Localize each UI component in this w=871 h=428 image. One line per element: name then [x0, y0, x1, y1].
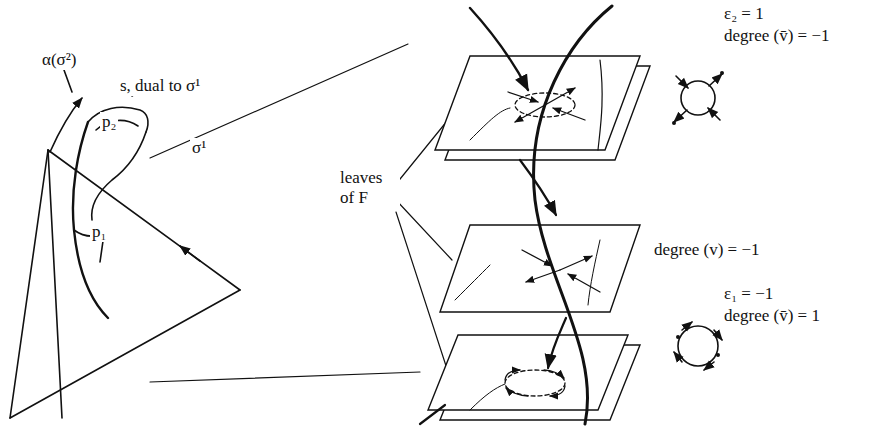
vector-field-arrows-part — [544, 370, 564, 378]
circle-dots-part — [720, 71, 724, 75]
leader-lines-part — [396, 212, 448, 372]
circle-dots — [672, 71, 724, 357]
transverse-surface-part — [470, 8, 528, 90]
simplex-figure-part — [48, 150, 62, 418]
index-circles-part — [714, 330, 722, 340]
transverse-surface-part — [548, 318, 566, 368]
transverse-surface-part — [455, 265, 490, 300]
math-label: degree (v̄) = 1 — [722, 306, 822, 326]
math-label: degree (v) = −1 — [652, 240, 762, 260]
index-circles-part — [709, 74, 722, 86]
math-label: leaves of F — [338, 168, 400, 207]
leaf-planes-part — [440, 225, 640, 312]
simplex-figure-part — [10, 290, 240, 418]
transverse-surface — [420, 6, 612, 424]
simplex-figure-part — [150, 44, 408, 158]
transverse-surface-part — [470, 384, 505, 410]
index-circles — [674, 74, 722, 370]
math-label: ε₂ = 1 — [722, 4, 766, 24]
vector-field-arrows-part — [522, 250, 552, 266]
circle-dots-part — [676, 335, 680, 339]
leaf-planes — [428, 56, 650, 420]
vector-field-arrows-part — [505, 370, 565, 396]
circle-dots-part — [716, 353, 720, 357]
vector-field-arrows-part — [506, 388, 528, 396]
simplex-figure-part — [64, 70, 72, 92]
index-circles-part — [674, 352, 682, 362]
vector-field-arrows-part — [550, 386, 565, 396]
vector-field-arrows-part — [505, 370, 520, 380]
transverse-surface-part — [520, 160, 556, 215]
simplex-figure-part — [150, 372, 420, 382]
simplex-figure — [10, 44, 420, 418]
vector-field-arrows-part — [508, 92, 538, 102]
math-label: degree (v̄) = −1 — [722, 26, 832, 46]
simplex-figure-part — [10, 150, 48, 418]
index-circles-part — [708, 108, 720, 120]
vector-field-arrows — [505, 88, 600, 396]
transverse-surface-part — [470, 108, 510, 140]
index-circles-part — [678, 326, 718, 366]
simplex-figure-part — [50, 98, 82, 152]
vector-field-arrows-part — [526, 270, 560, 282]
leader-lines-part — [396, 200, 452, 260]
transverse-surface-part — [598, 60, 602, 150]
transverse-surface-part — [420, 405, 445, 424]
index-circles-part — [682, 322, 692, 330]
vector-field-arrows-part — [568, 274, 600, 292]
math-label: p₂ — [100, 112, 118, 132]
circle-dots-part — [672, 121, 676, 125]
vector-field-arrows-part — [515, 105, 545, 122]
transverse-surface-part — [588, 240, 600, 305]
simplex-figure-part — [180, 246, 200, 261]
vector-field-arrows-part — [553, 108, 585, 120]
simplex-figure-part — [73, 122, 108, 318]
index-circles-part — [704, 362, 714, 370]
math-label: s, dual to σ¹ — [118, 76, 202, 96]
transverse-surface-part — [534, 6, 612, 424]
simplex-figure-part — [88, 107, 148, 132]
math-label: σ¹ — [190, 138, 208, 158]
math-label: ε₁ = −1 — [722, 284, 775, 304]
index-circles-part — [674, 110, 687, 122]
math-label: α(σ²) — [40, 50, 79, 70]
math-label: p₁ — [90, 222, 108, 242]
vector-field-arrows-part — [545, 88, 575, 105]
leaf-planes-part — [428, 335, 628, 410]
vector-field-arrows-part — [560, 256, 592, 270]
simplex-figure-part — [92, 132, 146, 220]
index-circles-part — [676, 76, 688, 88]
